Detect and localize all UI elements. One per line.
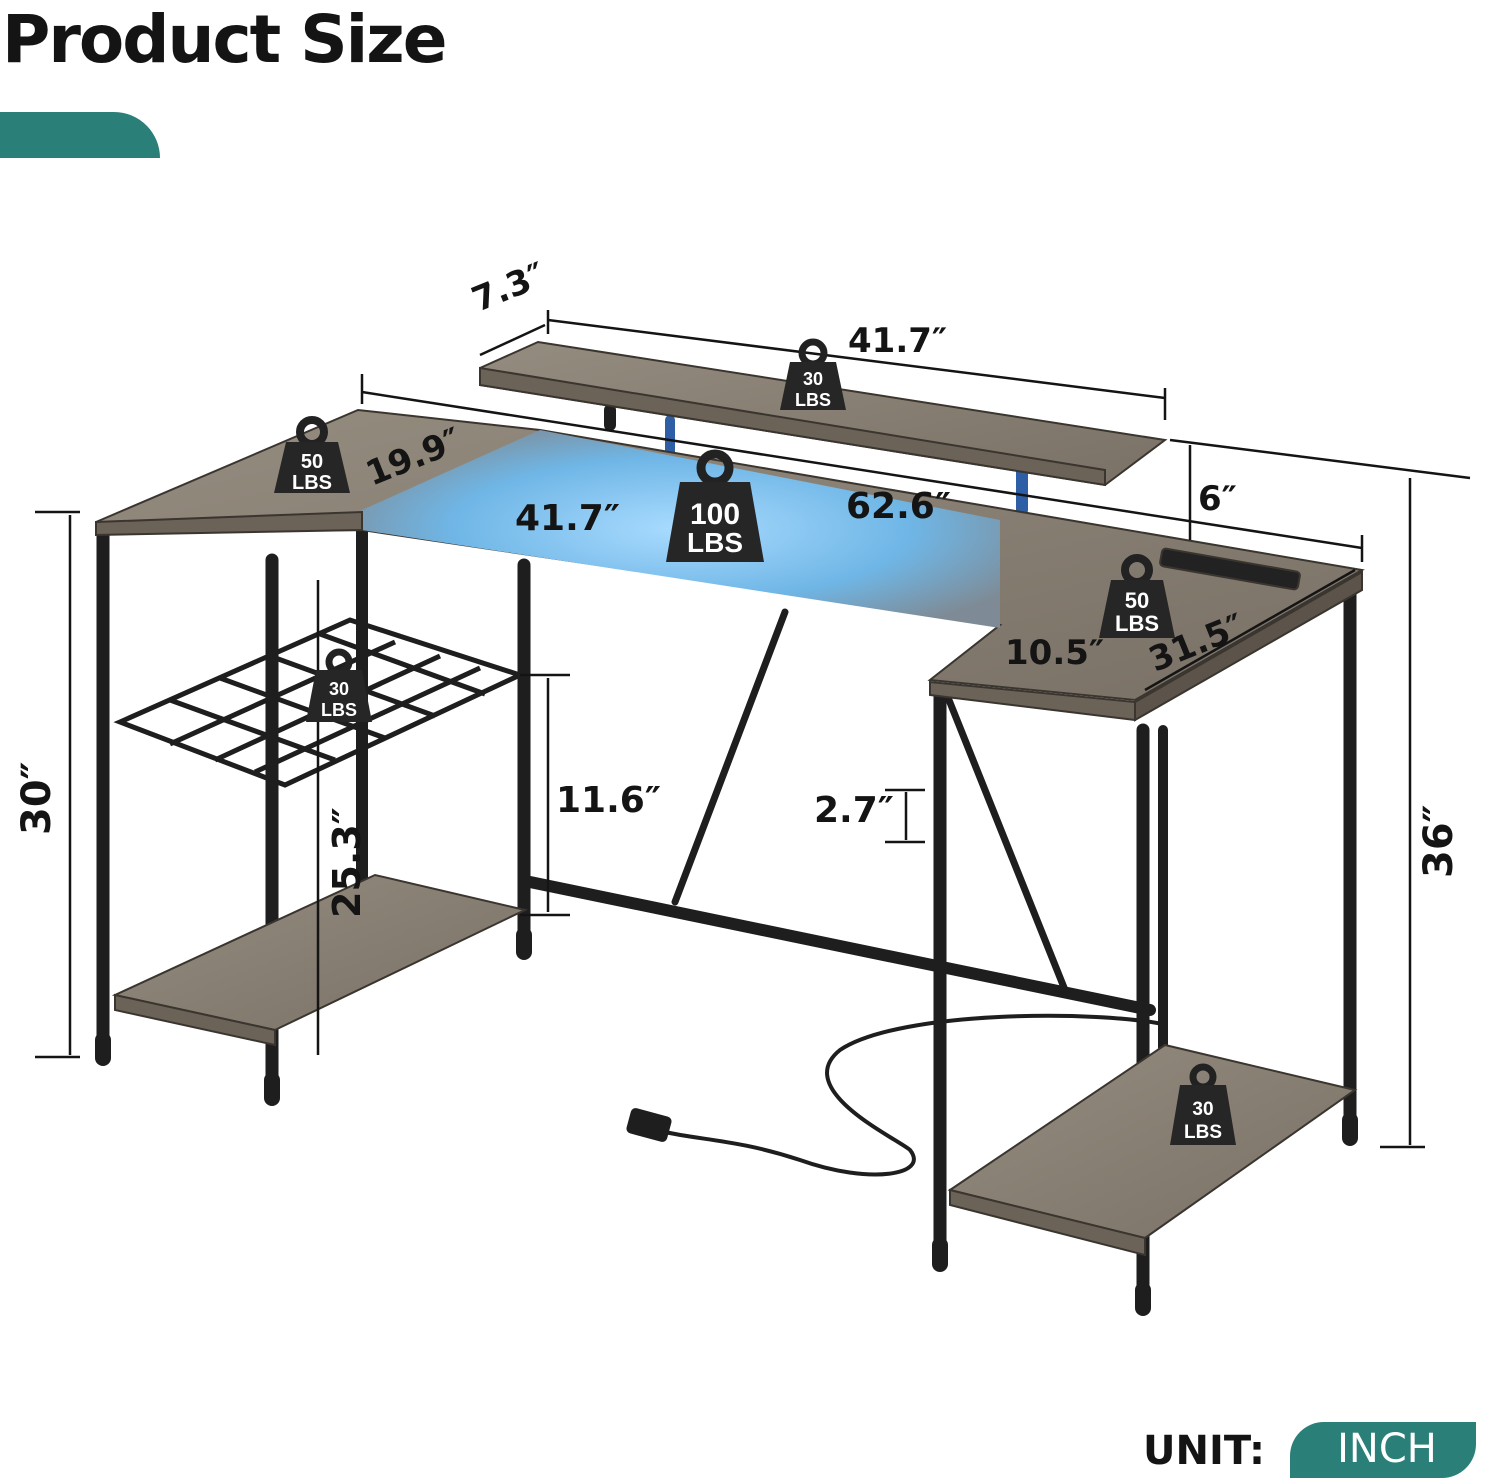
dimension-lines <box>35 310 1471 1149</box>
riser-width-label: 41.7″ <box>848 321 947 361</box>
desk-total-width-label: 62.6″ <box>846 486 951 527</box>
weight-left-corner-unit: LBS <box>292 472 332 494</box>
leg-gap-label: 11.6″ <box>556 780 661 821</box>
weight-wire-shelf-value: 30 <box>329 679 349 699</box>
weight-right-corner-value: 50 <box>1125 588 1149 613</box>
unit-badge <box>1290 1422 1476 1478</box>
unit-label: UNIT: <box>1143 1428 1265 1474</box>
weight-desktop-unit: LBS <box>687 527 743 558</box>
weight-riser: 30 LBS <box>780 338 846 410</box>
weight-right-corner-unit: LBS <box>1115 611 1159 636</box>
shelf-height-label: 25.3″ <box>325 807 369 918</box>
hook-gap-label: 2.7″ <box>814 790 894 831</box>
weight-desktop-value: 100 <box>690 498 740 531</box>
weight-bottom-shelf: 30 LBS <box>1170 1063 1236 1145</box>
weight-bottom-shelf-unit: LBS <box>1184 1122 1222 1143</box>
accent-tab <box>0 112 160 158</box>
weight-right-corner: 50 LBS <box>1099 554 1175 638</box>
plug-icon <box>626 1108 672 1142</box>
weight-riser-value: 30 <box>803 369 823 389</box>
weight-riser-unit: LBS <box>795 390 831 410</box>
weight-desktop: 100 LBS <box>666 449 764 562</box>
desk-height-label: 30″ <box>14 761 60 835</box>
weight-left-corner: 50 LBS <box>274 416 350 494</box>
power-cord <box>664 1013 1168 1177</box>
weight-left-corner-value: 50 <box>301 451 323 473</box>
total-height-label: 36″ <box>1416 804 1462 878</box>
desk-inner-width-label: 41.7″ <box>515 498 620 539</box>
unit-value: INCH <box>1337 1426 1437 1472</box>
riser-height-label: 6″ <box>1198 479 1237 519</box>
page-title: Product Size <box>2 1 447 78</box>
riser-depth-label: 7.3″ <box>466 255 551 320</box>
left-bottom-shelf <box>111 873 528 1032</box>
weight-wire-shelf-unit: LBS <box>321 700 357 720</box>
weight-wire-shelf: 30 LBS <box>306 648 372 722</box>
weight-bottom-shelf-value: 30 <box>1192 1099 1213 1120</box>
desk-frame <box>95 404 1358 1316</box>
side-inner-label: 10.5″ <box>1005 633 1104 673</box>
